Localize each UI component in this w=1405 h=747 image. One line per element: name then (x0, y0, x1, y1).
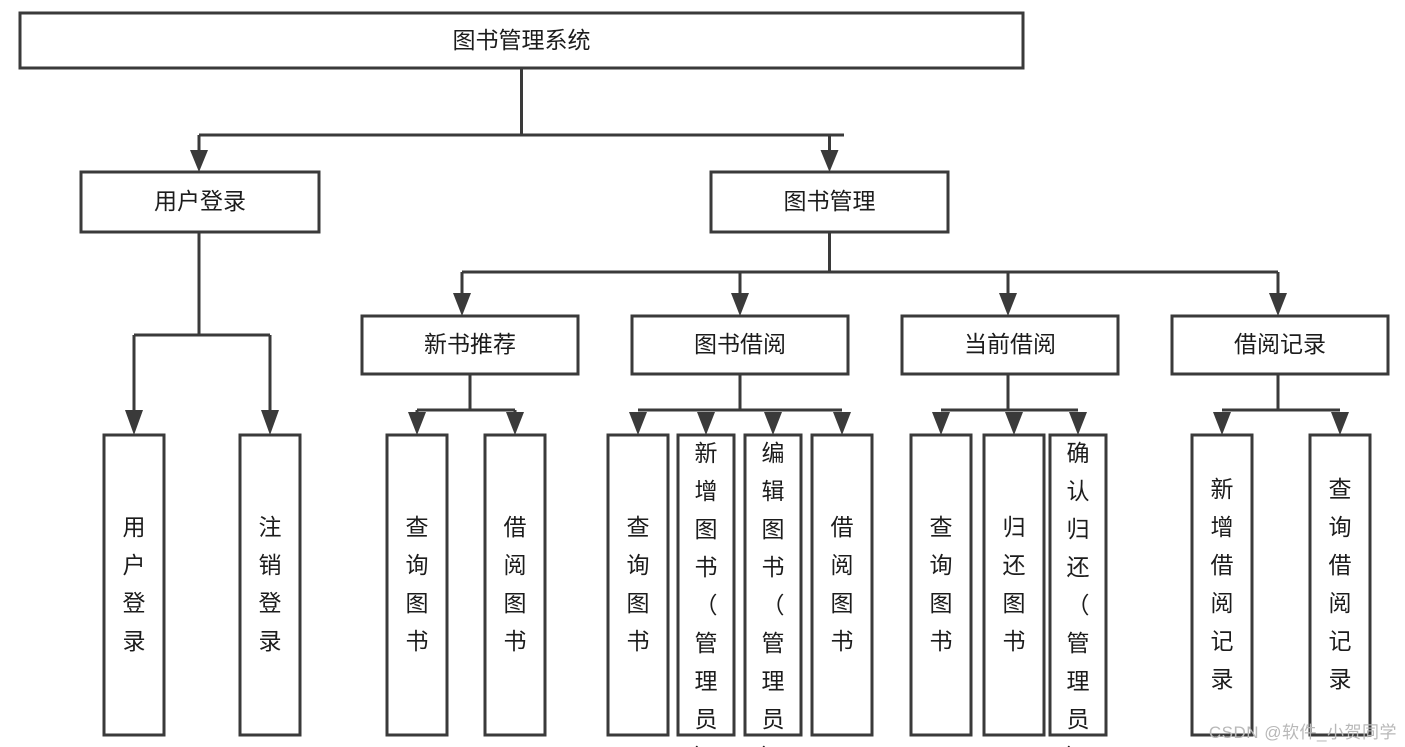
node-leaf-query-book-1-label: 查询图书 (406, 514, 429, 654)
node-leaf-borrow-book-2-box[interactable] (810, 433, 874, 737)
arrow-head-leaf-confirm-return-admin (1069, 412, 1087, 435)
node-leaf-add-borrow-record-label: 新增借阅记录 (1211, 476, 1234, 692)
arrow-head-leaf-borrow-book-2 (833, 412, 851, 435)
node-leaf-confirm-return-admin-label: 确认归还（管理员） (1067, 440, 1090, 747)
node-leaf-query-book-1[interactable]: 查询图书 (385, 433, 449, 737)
node-user-login-box[interactable] (79, 170, 321, 234)
connector-group-current-borrow (932, 374, 1087, 435)
node-leaf-logout[interactable]: 注销登录 (238, 433, 302, 737)
arrow-head-new-book-rec (453, 293, 471, 316)
node-leaf-query-book-2-label: 查询图书 (627, 514, 650, 654)
node-leaf-return-book-box[interactable] (982, 433, 1046, 737)
node-leaf-borrow-book-2[interactable]: 借阅图书 (810, 433, 874, 737)
node-root[interactable]: 图书管理系统 (18, 11, 1025, 70)
node-current-borrow[interactable]: 当前借阅 (900, 314, 1120, 376)
node-book-borrow[interactable]: 图书借阅 (630, 314, 850, 376)
arrow-head-current-borrow (999, 293, 1017, 316)
arrow-head-leaf-edit-book-admin (764, 412, 782, 435)
arrow-head-leaf-add-book-admin (697, 412, 715, 435)
node-book-manage-box[interactable] (709, 170, 950, 234)
node-borrow-record-box[interactable] (1170, 314, 1390, 376)
arrow-head-book-borrow (731, 293, 749, 316)
node-leaf-query-borrow-record[interactable]: 查询借阅记录 (1308, 433, 1372, 737)
node-book-manage-label: 图书管理 (784, 188, 876, 214)
arrow-head-leaf-logout (261, 410, 279, 435)
arrow-head-leaf-add-borrow-record (1213, 412, 1231, 435)
node-book-borrow-label: 图书借阅 (694, 331, 786, 357)
node-leaf-add-book-admin-box[interactable] (676, 433, 736, 737)
arrow-head-leaf-query-book-1 (408, 412, 426, 435)
node-leaf-borrow-book-2-label: 借阅图书 (831, 514, 854, 654)
node-book-borrow-box[interactable] (630, 314, 850, 376)
node-leaf-add-book-admin-label: 新增图书（管理员） (695, 440, 718, 747)
arrow-head-leaf-borrow-book-1 (506, 412, 524, 435)
connector-group-new-book-rec (408, 374, 524, 435)
node-leaf-add-book-admin[interactable]: 新增图书（管理员） (676, 433, 736, 747)
node-leaf-logout-label: 注销登录 (259, 514, 282, 654)
node-leaf-query-book-2[interactable]: 查询图书 (606, 433, 670, 737)
node-leaf-borrow-book-1[interactable]: 借阅图书 (483, 433, 547, 737)
node-current-borrow-label: 当前借阅 (964, 331, 1056, 357)
node-book-manage[interactable]: 图书管理 (709, 170, 950, 234)
node-leaf-add-borrow-record-box[interactable] (1190, 433, 1254, 737)
node-leaf-query-book-2-box[interactable] (606, 433, 670, 737)
node-leaf-confirm-return-admin-box[interactable] (1048, 433, 1108, 737)
arrow-head-leaf-user-login (125, 410, 143, 435)
node-current-borrow-box[interactable] (900, 314, 1120, 376)
node-new-book-rec-box[interactable] (360, 314, 580, 376)
node-leaf-query-book-1-box[interactable] (385, 433, 449, 737)
node-leaf-return-book-label: 归还图书 (1003, 514, 1026, 654)
connector-group-borrow-record (1213, 374, 1349, 435)
node-leaf-user-login-box[interactable] (102, 433, 166, 737)
csdn-watermark: CSDN @软件_小贺同学 (1208, 723, 1397, 742)
node-leaf-borrow-book-1-label: 借阅图书 (504, 514, 527, 654)
node-borrow-record-label: 借阅记录 (1234, 331, 1326, 357)
arrow-head-leaf-return-book (1005, 412, 1023, 435)
node-leaf-edit-book-admin[interactable]: 编辑图书（管理员） (743, 433, 803, 747)
arrow-head-leaf-query-book-3 (932, 412, 950, 435)
node-leaf-return-book[interactable]: 归还图书 (982, 433, 1046, 737)
arrow-head-leaf-query-book-2 (629, 412, 647, 435)
node-new-book-rec-label: 新书推荐 (424, 331, 516, 357)
node-leaf-borrow-book-1-box[interactable] (483, 433, 547, 737)
node-borrow-record[interactable]: 借阅记录 (1170, 314, 1390, 376)
node-leaf-user-login[interactable]: 用户登录 (102, 433, 166, 737)
node-leaf-query-book-3-box[interactable] (909, 433, 973, 737)
connector-group-book-borrow (629, 374, 851, 435)
node-leaf-query-borrow-record-box[interactable] (1308, 433, 1372, 737)
node-root-label: 图书管理系统 (453, 27, 591, 53)
arrow-head-user-login (190, 150, 208, 172)
node-leaf-confirm-return-admin[interactable]: 确认归还（管理员） (1048, 433, 1108, 747)
node-leaf-query-book-3-label: 查询图书 (930, 514, 953, 654)
connector-group-user-login (125, 232, 279, 435)
connector-group-root (190, 68, 844, 172)
arrow-head-book-manage (820, 150, 839, 172)
node-leaf-query-borrow-record-label: 查询借阅记录 (1329, 476, 1352, 692)
node-leaf-user-login-label: 用户登录 (123, 514, 146, 654)
node-leaf-edit-book-admin-label: 编辑图书（管理员） (762, 440, 785, 747)
node-leaf-query-book-3[interactable]: 查询图书 (909, 433, 973, 737)
arrow-head-leaf-query-borrow-record (1331, 412, 1349, 435)
node-user-login[interactable]: 用户登录 (79, 170, 321, 234)
node-leaf-add-borrow-record[interactable]: 新增借阅记录 (1190, 433, 1254, 737)
node-leaf-edit-book-admin-box[interactable] (743, 433, 803, 737)
node-root-box[interactable] (18, 11, 1025, 70)
node-user-login-label: 用户登录 (154, 188, 246, 214)
connector-group-book-manage (453, 232, 1287, 316)
node-leaf-logout-box[interactable] (238, 433, 302, 737)
node-new-book-rec[interactable]: 新书推荐 (360, 314, 580, 376)
arrow-head-borrow-record (1269, 293, 1287, 316)
